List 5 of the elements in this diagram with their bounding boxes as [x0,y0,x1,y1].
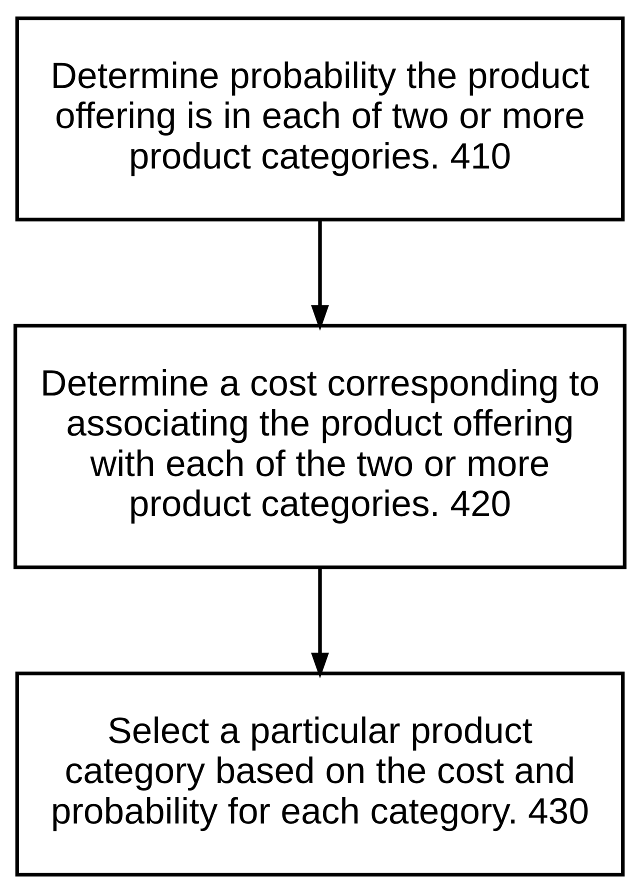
arrow [311,219,329,330]
node-box: Select a particular product category based on the cost and probability for each category. 430 [15,671,625,876]
node-box: Determine a cost corresponding to associating the product offering with each of the two or more product categories. 420 [14,323,626,569]
node-box: Determine probability the product offering is in each of two or more product categories. 410 [15,16,625,221]
arrow [311,567,329,678]
